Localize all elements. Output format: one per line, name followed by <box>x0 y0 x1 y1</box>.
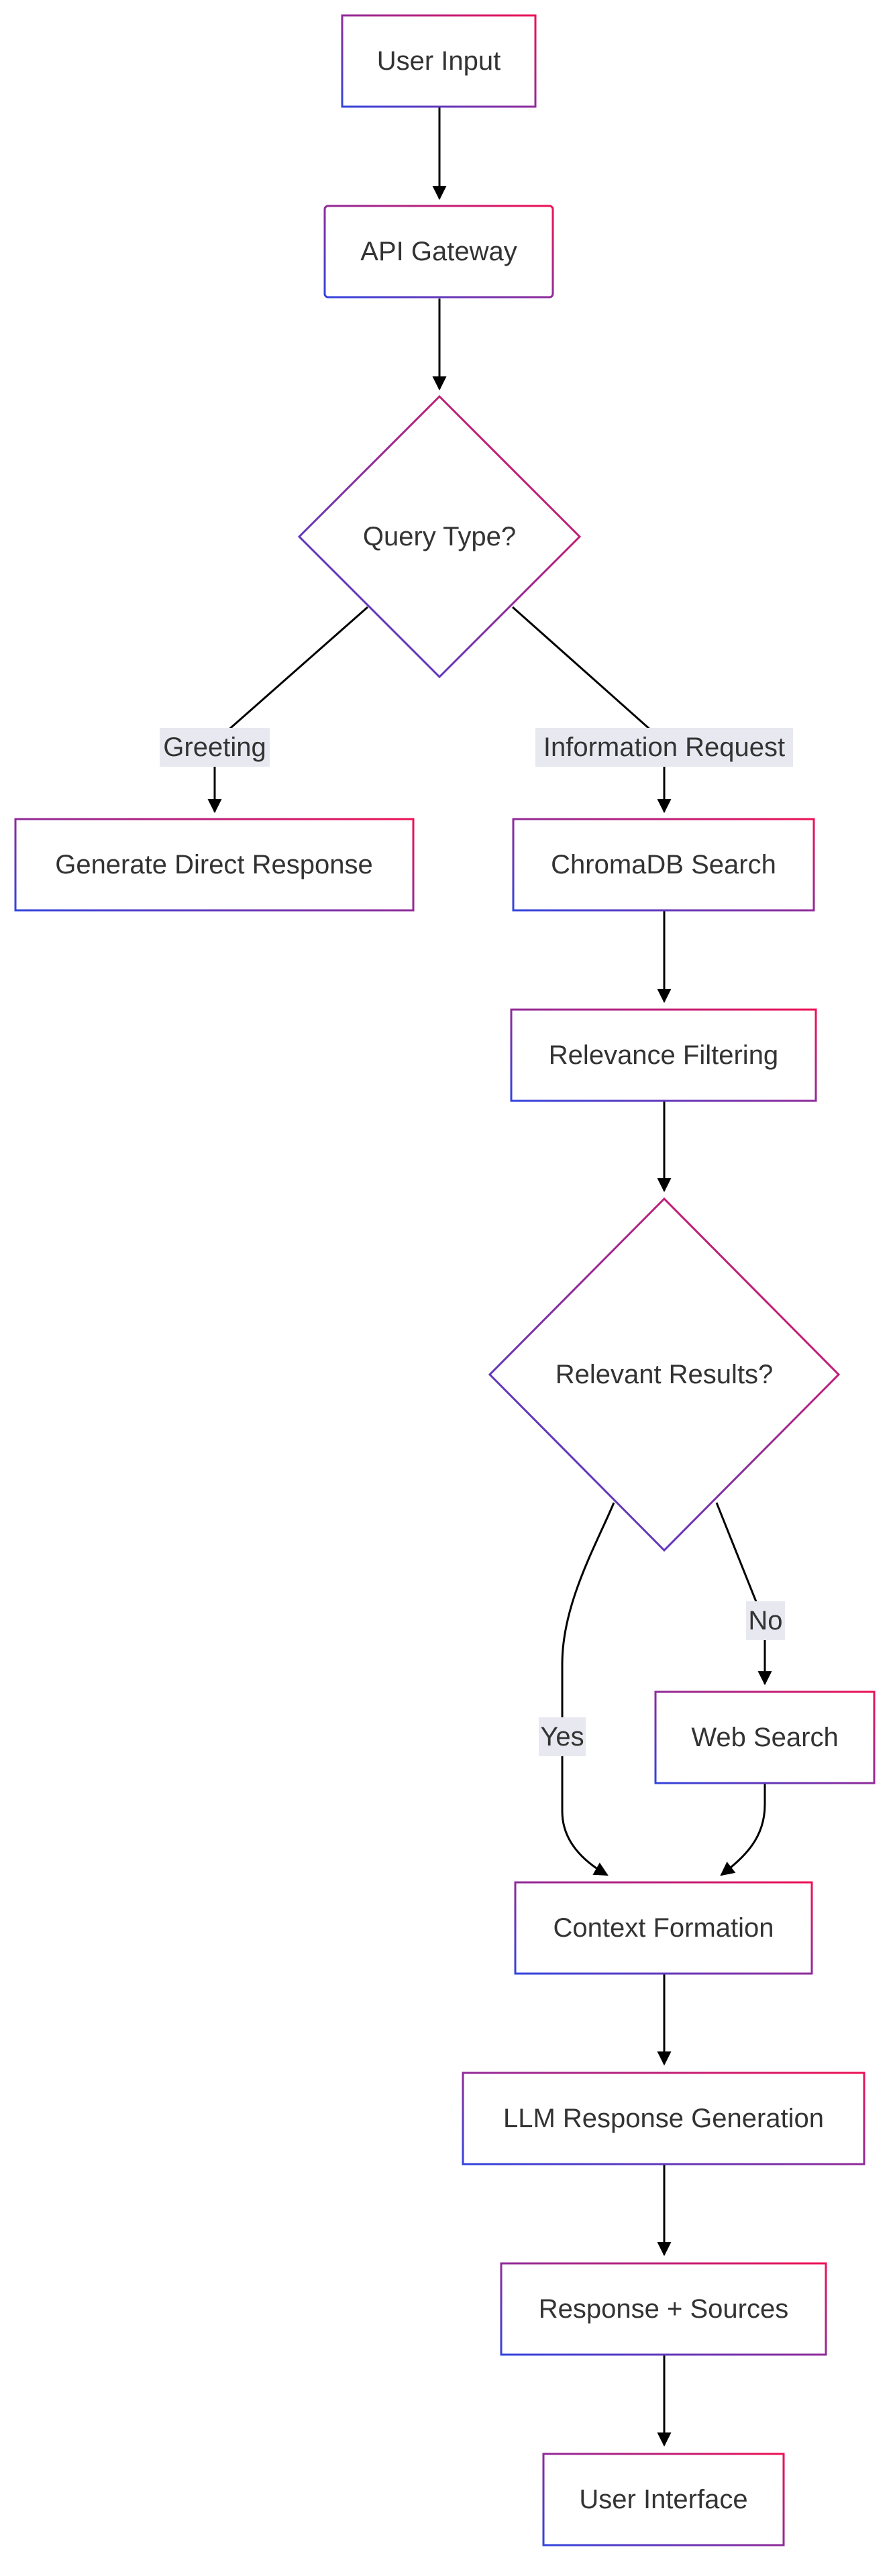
svg-text:Web Search: Web Search <box>691 1723 838 1752</box>
node-relevant-results-decision[interactable]: Relevant Results? <box>488 1197 841 1552</box>
svg-text:Information Request: Information Request <box>543 733 785 762</box>
edge-query-type-to-generate-direct-response <box>207 606 368 814</box>
node-user-input[interactable]: User Input <box>341 14 537 108</box>
node-user-interface[interactable]: User Interface <box>542 2453 785 2546</box>
edge-label-yes: Yes <box>539 1717 586 1756</box>
svg-text:Response + Sources: Response + Sources <box>539 2294 788 2324</box>
node-context-formation[interactable]: Context Formation <box>514 1881 813 1975</box>
svg-text:Relevance Filtering: Relevance Filtering <box>549 1040 778 1070</box>
node-response-sources[interactable]: Response + Sources <box>500 2262 827 2356</box>
edge-label-information-request: Information Request <box>535 728 793 767</box>
edge-label-greeting: Greeting <box>160 728 270 767</box>
svg-text:Greeting: Greeting <box>163 733 266 762</box>
svg-text:No: No <box>748 1606 782 1635</box>
svg-text:Context Formation: Context Formation <box>553 1913 774 1943</box>
svg-text:User Interface: User Interface <box>579 2485 747 2514</box>
node-llm-response-generation[interactable]: LLM Response Generation <box>462 2072 865 2165</box>
svg-text:API Gateway: API Gateway <box>360 237 517 266</box>
svg-text:ChromaDB Search: ChromaDB Search <box>551 850 776 879</box>
node-chromadb-search[interactable]: ChromaDB Search <box>512 818 815 912</box>
svg-text:Yes: Yes <box>540 1722 584 1752</box>
node-relevance-filtering[interactable]: Relevance Filtering <box>510 1008 817 1102</box>
node-api-gateway[interactable]: API Gateway <box>323 205 554 299</box>
node-web-search[interactable]: Web Search <box>654 1690 876 1784</box>
node-generate-direct-response[interactable]: Generate Direct Response <box>14 818 415 912</box>
node-query-type-decision[interactable]: Query Type? <box>297 394 582 679</box>
svg-text:Relevant Results?: Relevant Results? <box>556 1360 774 1389</box>
edge-web-search-to-context-formation <box>720 1783 766 1876</box>
edge-label-no: No <box>746 1601 785 1640</box>
svg-text:User Input: User Input <box>377 46 501 76</box>
svg-text:Generate Direct Response: Generate Direct Response <box>55 850 373 879</box>
edge-query-type-to-chromadb-search <box>512 606 672 814</box>
svg-text:LLM Response Generation: LLM Response Generation <box>503 2104 824 2133</box>
edge-relevant-results-to-context-formation <box>561 1502 615 1876</box>
edge-relevant-results-to-web-search <box>715 1502 772 1686</box>
svg-text:Query Type?: Query Type? <box>363 522 516 551</box>
